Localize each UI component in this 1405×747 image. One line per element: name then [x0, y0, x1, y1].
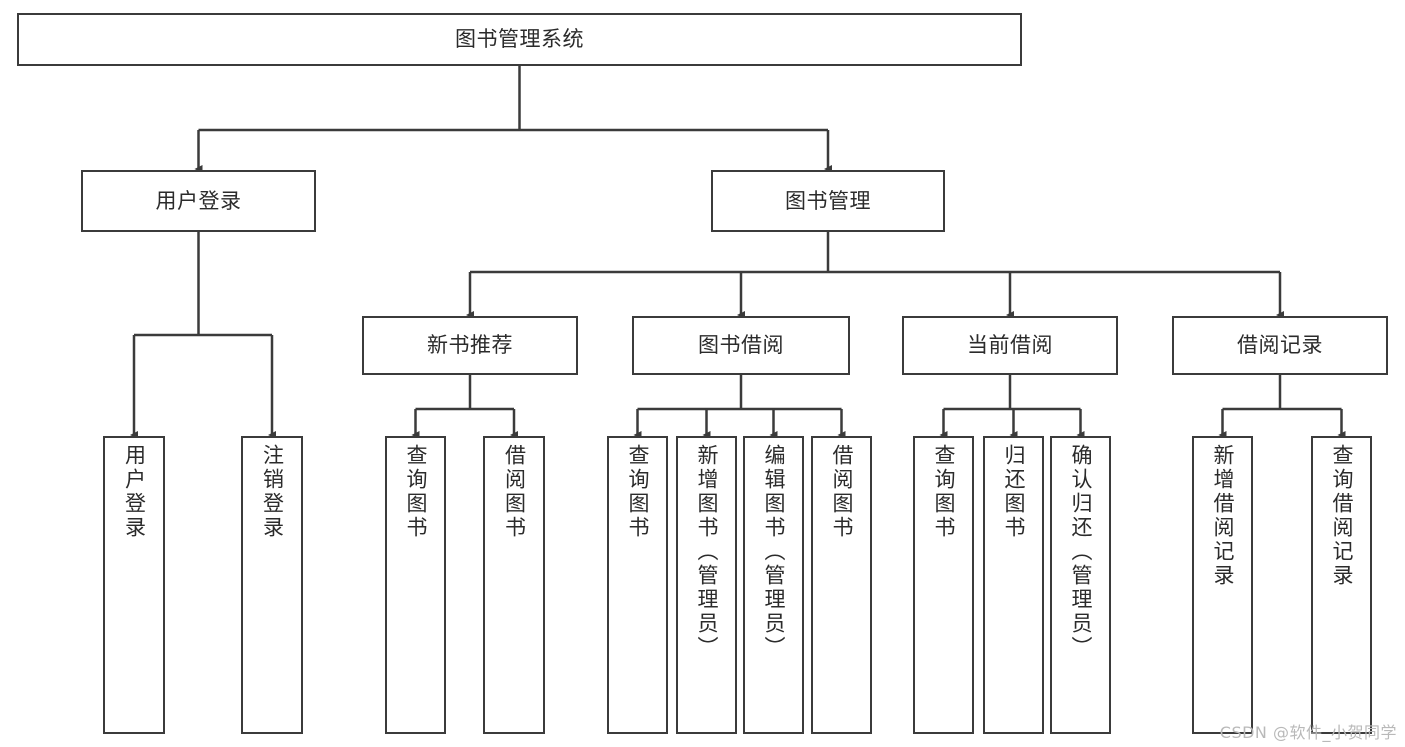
node-label: 新书推荐 [427, 333, 513, 358]
node-leaf_5[interactable]: 新增图书（管理员） [676, 436, 737, 734]
node-leaf_0[interactable]: 用户登录 [103, 436, 165, 734]
node-label: 图书管理系统 [455, 27, 584, 52]
node-label: 查询图书 [404, 444, 428, 540]
node-label: 查询图书 [626, 444, 650, 540]
node-label: 查询借阅记录 [1330, 444, 1354, 588]
node-leaf_9[interactable]: 归还图书 [983, 436, 1044, 734]
node-leaf_7[interactable]: 借阅图书 [811, 436, 872, 734]
node-leaf_4[interactable]: 查询图书 [607, 436, 668, 734]
node-label: 用户登录 [155, 188, 242, 213]
node-label: 新增图书（管理员） [695, 444, 719, 660]
node-label: 当前借阅 [967, 333, 1053, 358]
node-leaf_1[interactable]: 注销登录 [241, 436, 303, 734]
node-l2_1[interactable]: 图书管理 [711, 170, 945, 232]
node-leaf_2[interactable]: 查询图书 [385, 436, 446, 734]
node-label: 归还图书 [1002, 444, 1026, 540]
node-leaf_12[interactable]: 查询借阅记录 [1311, 436, 1372, 734]
node-label: 编辑图书（管理员） [762, 444, 786, 660]
node-label: 借阅记录 [1237, 333, 1323, 358]
node-l3_1[interactable]: 图书借阅 [632, 316, 850, 375]
node-l2_0[interactable]: 用户登录 [81, 170, 316, 232]
node-l3_0[interactable]: 新书推荐 [362, 316, 578, 375]
node-leaf_10[interactable]: 确认归还（管理员） [1050, 436, 1111, 734]
node-leaf_3[interactable]: 借阅图书 [483, 436, 545, 734]
node-leaf_6[interactable]: 编辑图书（管理员） [743, 436, 804, 734]
node-l3_3[interactable]: 借阅记录 [1172, 316, 1388, 375]
node-l3_2[interactable]: 当前借阅 [902, 316, 1118, 375]
node-label: 图书管理 [785, 188, 871, 213]
node-label: 查询图书 [932, 444, 956, 540]
edges-group [130, 66, 1346, 439]
node-label: 注销登录 [260, 444, 285, 540]
node-label: 借阅图书 [502, 444, 527, 540]
node-leaf_11[interactable]: 新增借阅记录 [1192, 436, 1253, 734]
node-label: 新增借阅记录 [1211, 444, 1235, 588]
node-leaf_8[interactable]: 查询图书 [913, 436, 974, 734]
node-label: 用户登录 [122, 444, 147, 540]
node-root[interactable]: 图书管理系统 [17, 13, 1022, 66]
node-label: 确认归还（管理员） [1069, 444, 1093, 660]
node-label: 图书借阅 [698, 333, 784, 358]
node-label: 借阅图书 [830, 444, 854, 540]
